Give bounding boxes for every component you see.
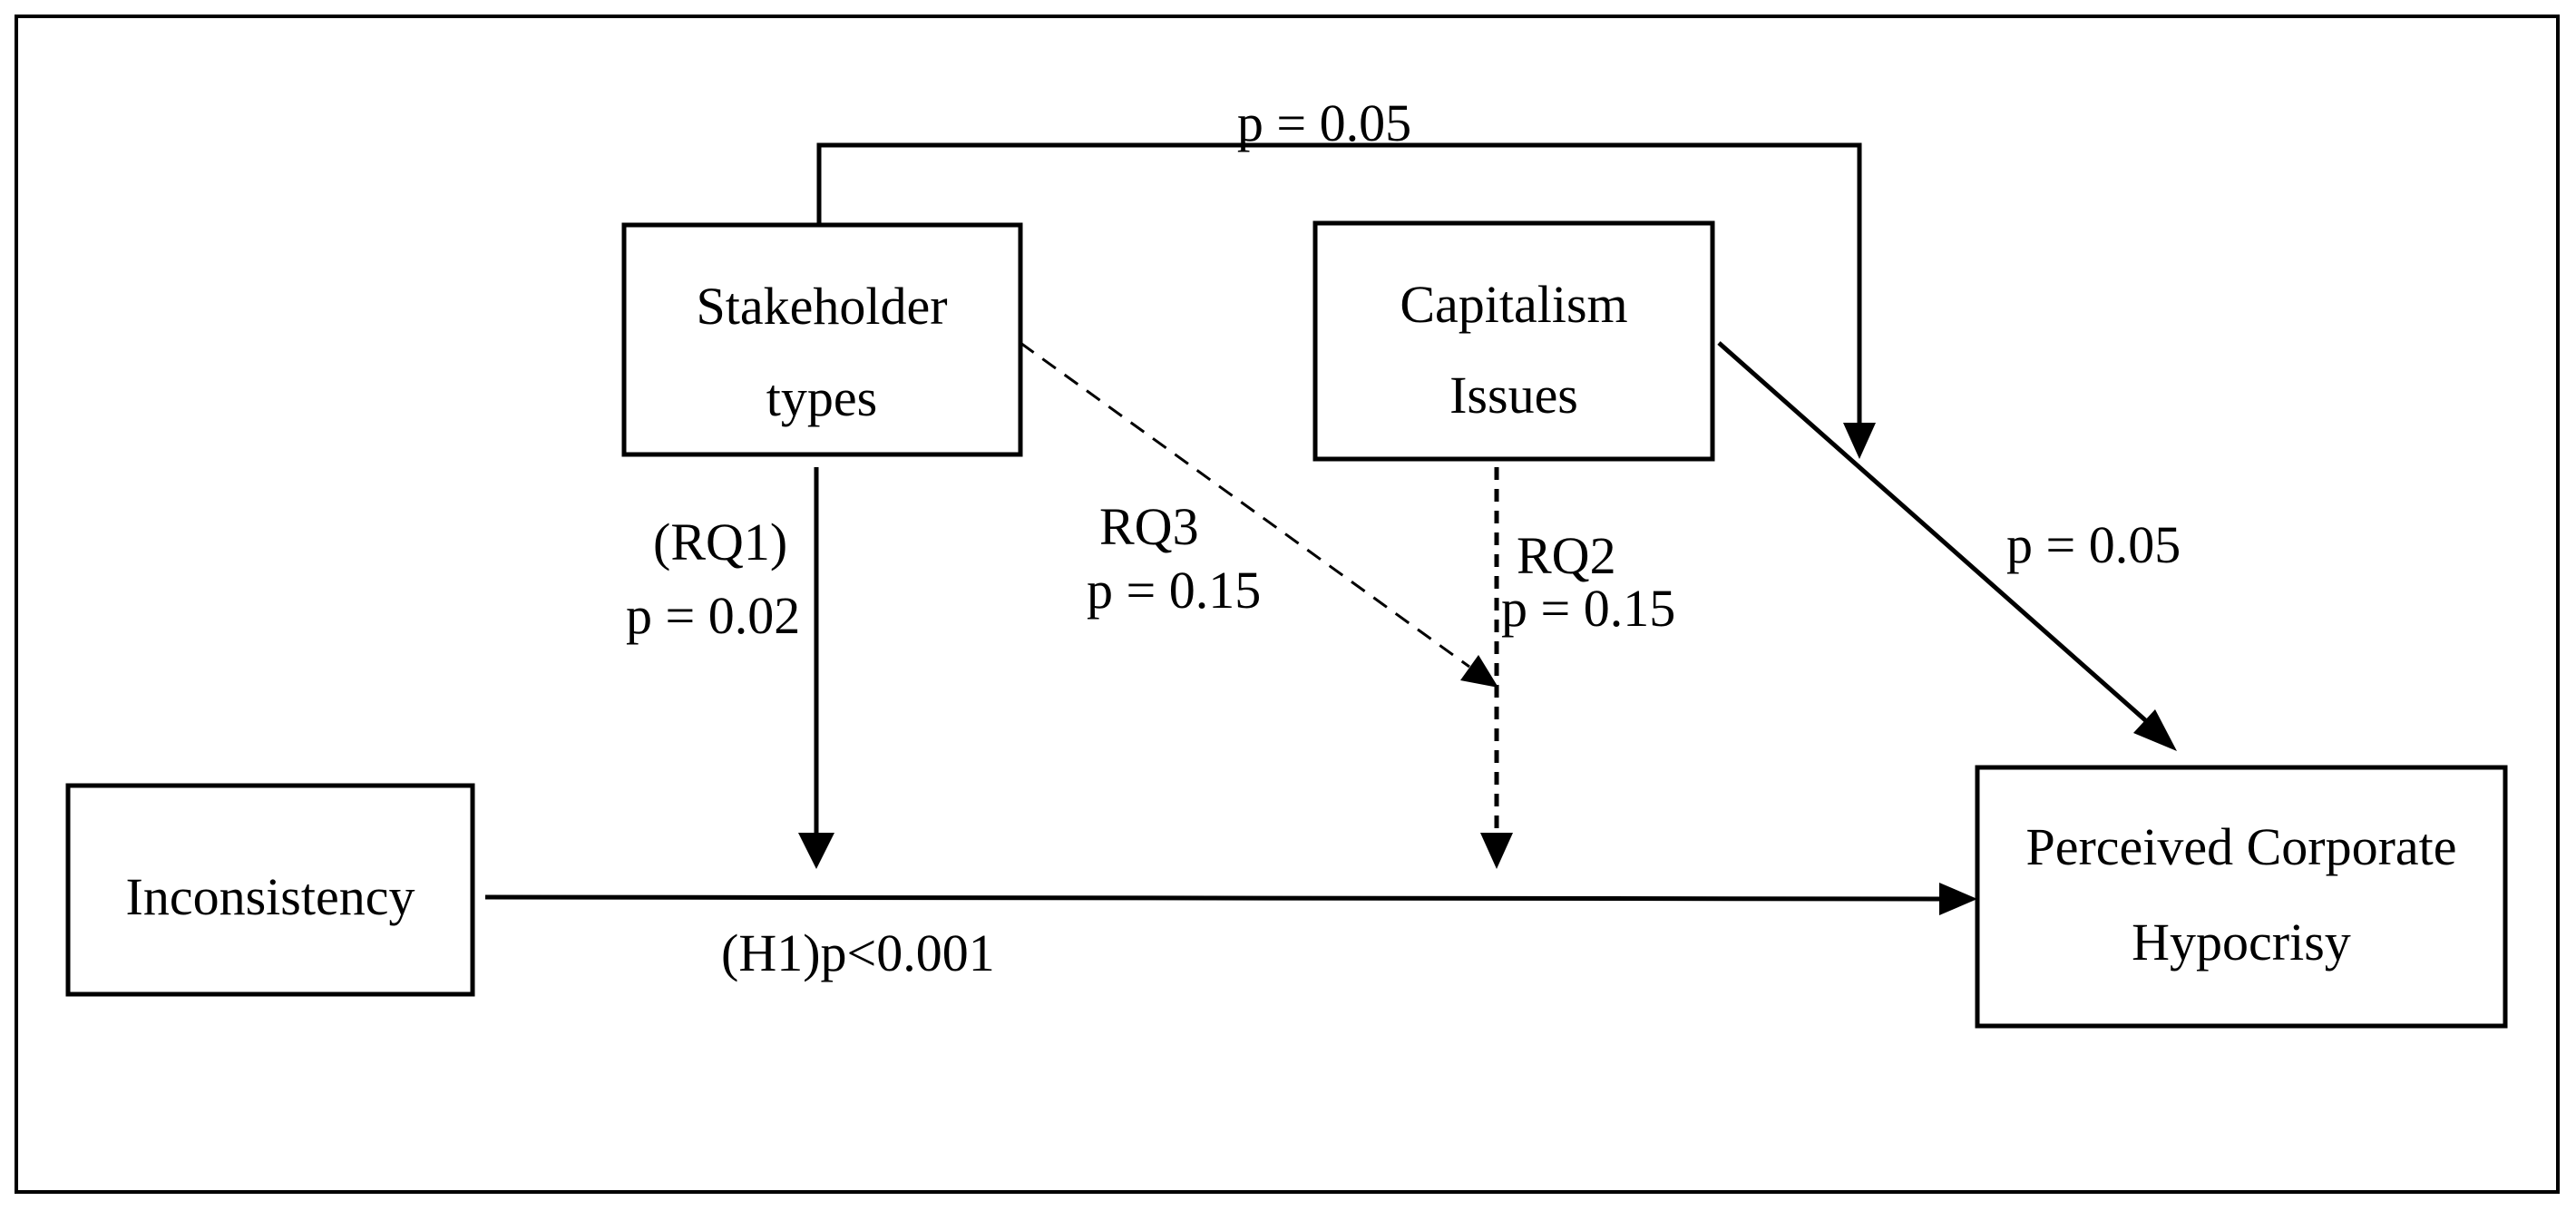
figure-frame: [15, 15, 2560, 1194]
edge-rq1-p: p = 0.02: [626, 586, 800, 645]
edge-top-path-label: p = 0.05: [1237, 93, 1411, 152]
node-inconsistency: Inconsistency: [65, 783, 475, 997]
node-hypocrisy-line1: Perceived Corporate: [2025, 817, 2456, 876]
node-capitalism-line2: Issues: [1449, 366, 1578, 425]
node-hypocrisy-box: [1975, 765, 2508, 1029]
node-inconsistency-label: Inconsistency: [126, 867, 415, 926]
edge-top-path: [816, 142, 1862, 425]
node-capitalism-line1: Capitalism: [1400, 275, 1627, 334]
edge-rq2-label: RQ2: [1517, 526, 1616, 585]
edge-rq3: [1020, 341, 1470, 669]
edge-rq1-label: (RQ1): [653, 513, 787, 571]
edge-rq2-p: p = 0.15: [1501, 579, 1675, 638]
edge-rq3-label: RQ3: [1099, 497, 1199, 556]
node-stakeholder-line2: types: [766, 368, 877, 427]
edge-rq3-arrowhead: [1460, 655, 1498, 688]
node-capitalism-box: [1312, 220, 1715, 462]
edge-rq3-p: p = 0.15: [1087, 561, 1261, 620]
node-perceived-corporate-hypocrisy: Perceived Corporate Hypocrisy: [1975, 765, 2508, 1029]
edge-rq2-arrowhead: [1480, 833, 1513, 869]
node-stakeholder-line1: Stakeholder: [696, 277, 947, 336]
node-inconsistency-box: [65, 783, 475, 997]
node-capitalism-issues: Capitalism Issues: [1312, 220, 1715, 462]
node-hypocrisy-line2: Hypocrisy: [2132, 913, 2351, 972]
edge-h1-arrowhead: [1939, 883, 1977, 915]
node-stakeholder-box: [621, 222, 1023, 457]
edge-capitalism-to-hypocrisy-label: p = 0.05: [2006, 515, 2181, 574]
edge-capitalism-to-hypocrisy-arrowhead: [2133, 709, 2177, 751]
edge-top-path-arrowhead: [1843, 423, 1876, 459]
edge-h1-label: (H1)p<0.001: [721, 923, 995, 982]
edge-h1: [484, 894, 1940, 902]
edge-rq1-arrowhead: [798, 833, 834, 869]
edge-capitalism-to-hypocrisy: [1717, 341, 2153, 728]
node-stakeholder-types: Stakeholder types: [621, 222, 1023, 457]
